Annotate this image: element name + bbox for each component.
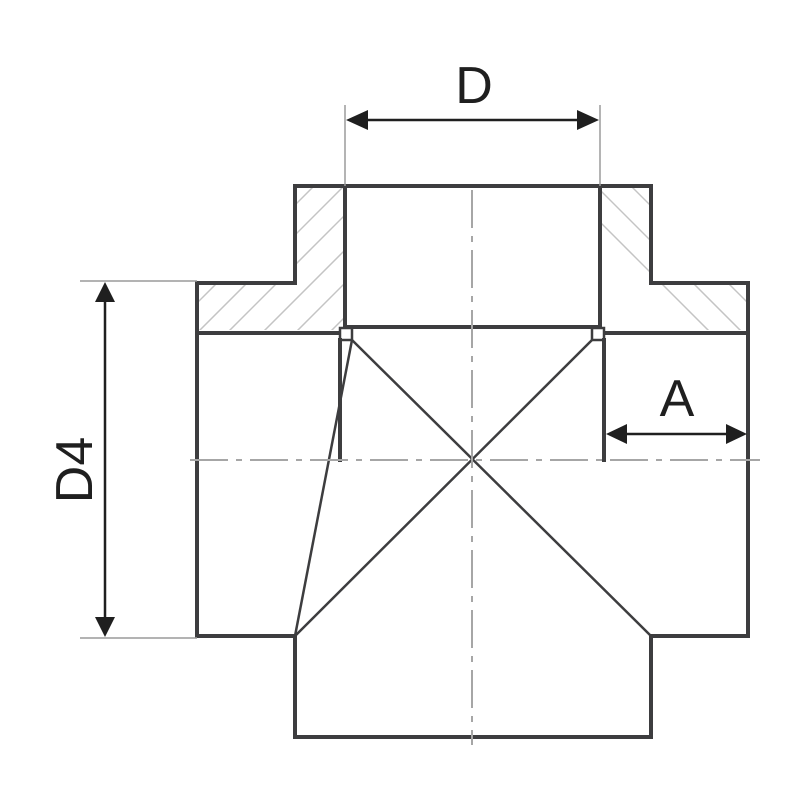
left-stop-square: [338, 326, 354, 342]
right-stop-square: [590, 326, 606, 342]
dimension-label-d: D: [455, 57, 493, 115]
dimension-label-d4: D4: [46, 437, 104, 503]
right-section-hatch: [600, 186, 748, 330]
dimension-d4: D4: [46, 280, 197, 639]
dimension-a: A: [606, 370, 747, 444]
diagonal-line-1: [293, 339, 354, 637]
dimension-label-a: A: [660, 370, 695, 428]
left-section-hatch: [197, 186, 343, 330]
fitting-outline: [195, 184, 750, 739]
diagonal-line-b: [294, 339, 593, 637]
diagonal-line-a: [351, 339, 652, 637]
dimension-d: D: [344, 57, 601, 186]
